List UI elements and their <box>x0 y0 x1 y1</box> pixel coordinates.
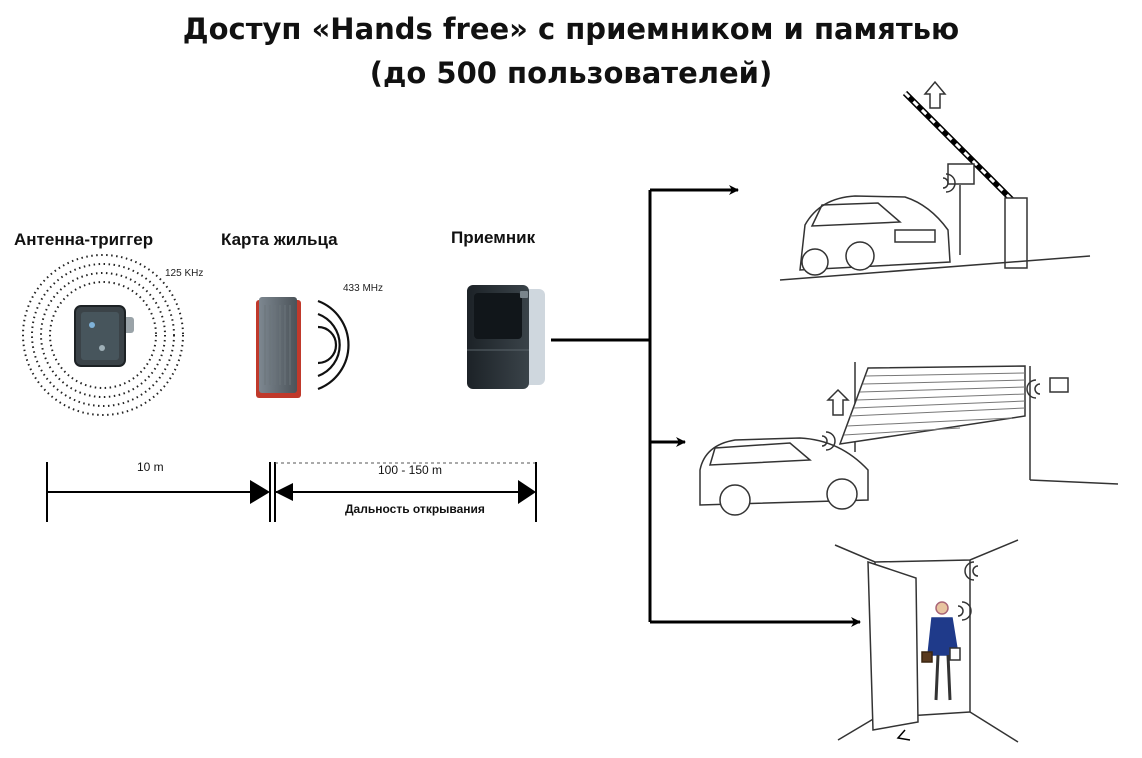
antenna-frequency: 125 KHz <box>165 268 204 279</box>
opening-range-value: 100 - 150 m <box>378 463 443 477</box>
title-line-2: (до 500 пользователей) <box>369 56 773 90</box>
antenna-trigger-icon <box>22 254 184 416</box>
card-frequency: 433 MHz <box>343 283 384 294</box>
output-connector-lines <box>551 185 861 627</box>
receiver-label: Приемник <box>451 228 536 247</box>
barrier-gate-with-car-icon <box>779 80 1091 281</box>
antenna-label: Антенна-триггер <box>14 230 154 249</box>
opening-range-dimension <box>274 462 537 522</box>
title-line-1: Доступ «Hands free» с приемником и памят… <box>182 12 960 46</box>
receiver-icon <box>467 285 545 389</box>
opening-range-caption: Дальность открывания <box>345 502 485 516</box>
sectional-garage-door-with-car-icon <box>699 362 1119 516</box>
resident-card-icon <box>256 297 301 398</box>
card-label: Карта жильца <box>221 230 338 249</box>
trigger-range-dimension <box>46 462 271 522</box>
trigger-range-value: 10 m <box>137 460 164 474</box>
radio-wave-icon <box>317 299 350 391</box>
door-with-person-icon <box>834 539 1019 743</box>
